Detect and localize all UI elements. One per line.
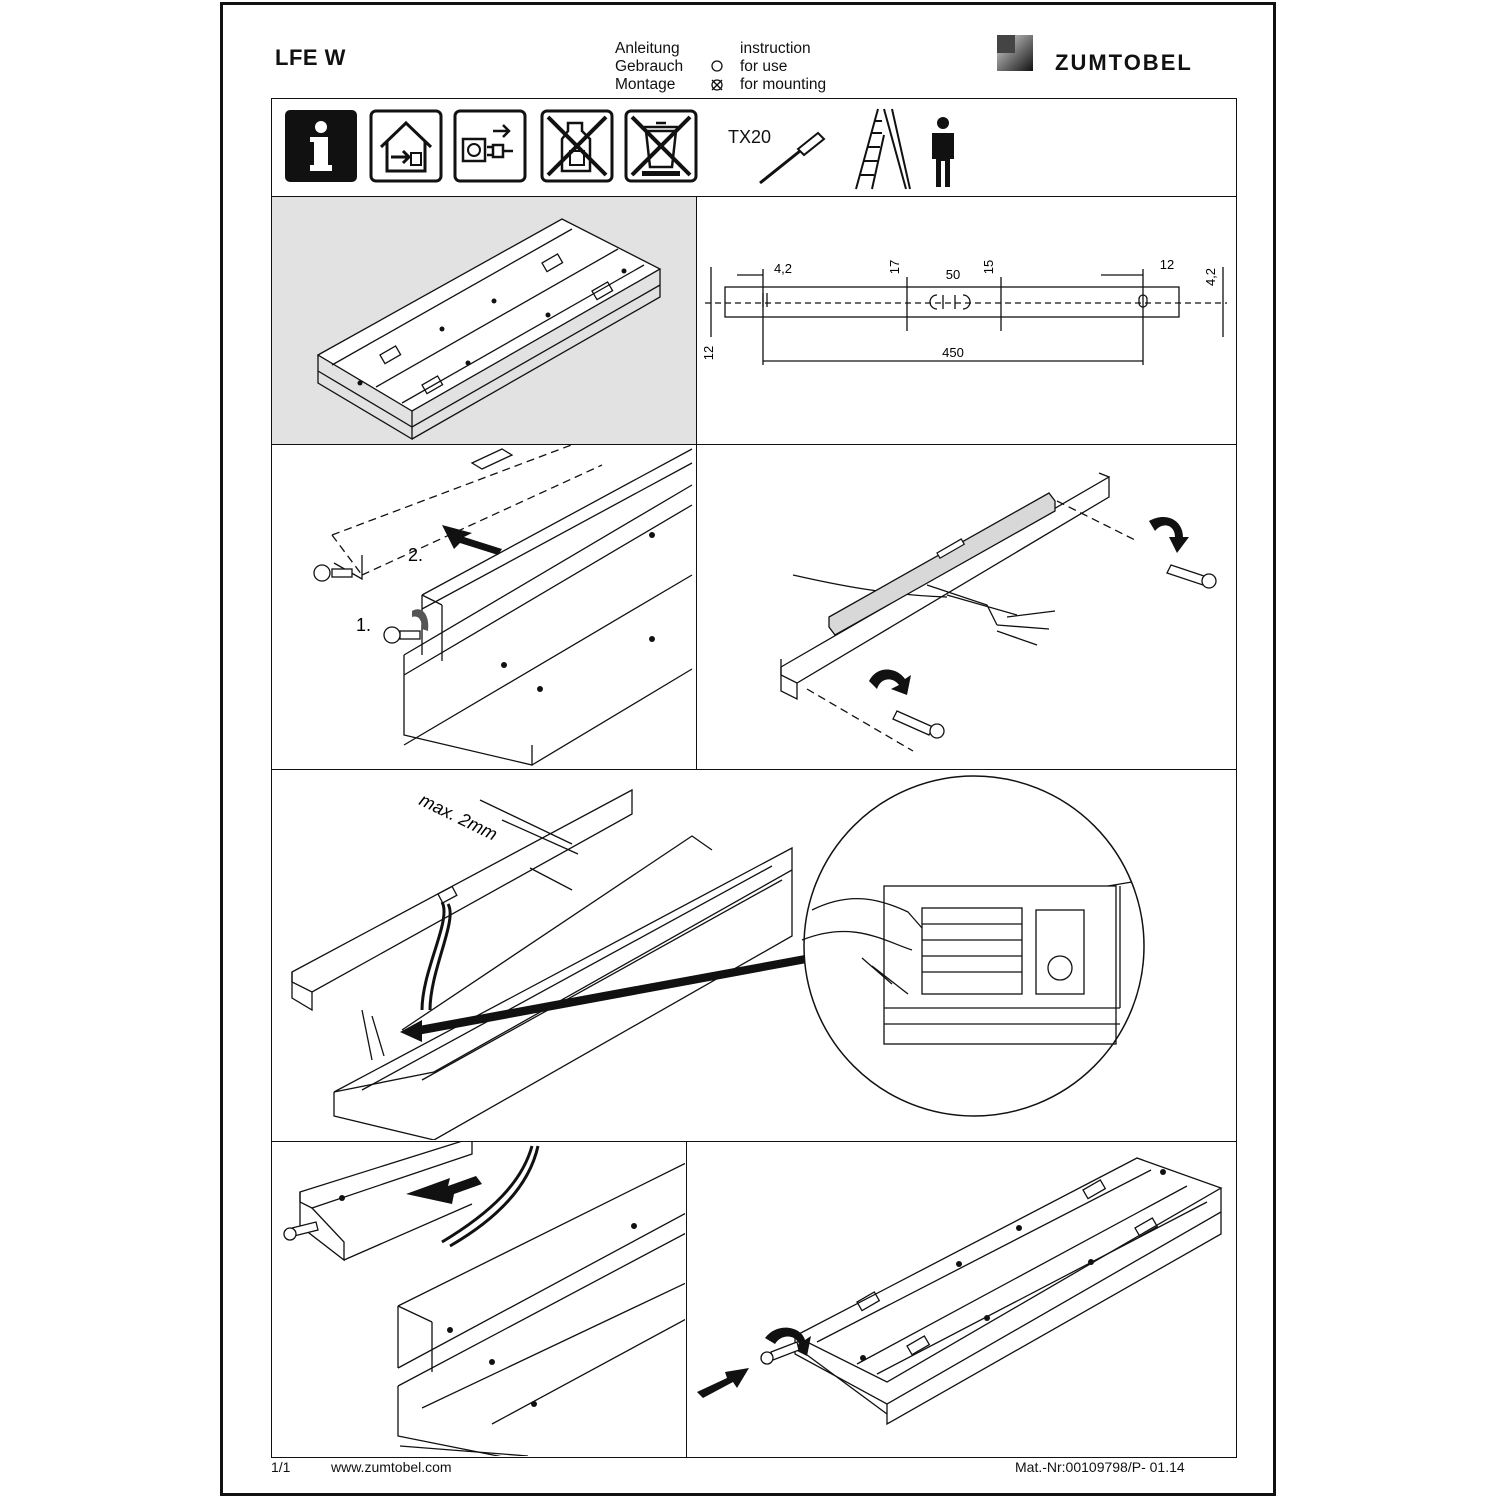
- no-cleaning-agent-icon: [540, 109, 614, 183]
- dim-12-left: 12: [701, 346, 716, 360]
- screw-icon: [313, 564, 421, 644]
- rotate-arrow-icon: [765, 1327, 811, 1356]
- final-screw-drawing: [697, 1157, 1223, 1426]
- page-number: 1/1: [271, 1459, 291, 1475]
- step-wiring-panel: max. 2mm: [271, 769, 1237, 1142]
- dim-50: 50: [946, 267, 960, 282]
- rotate-arrow-icon: [869, 669, 911, 695]
- push-arrow-icon: [697, 1368, 749, 1398]
- brand-name: ZUMTOBEL: [1055, 50, 1193, 75]
- ladder-icon: [855, 108, 911, 190]
- step-close-cover-panel: [271, 1137, 689, 1463]
- step-2-label: 2.: [408, 545, 423, 565]
- for-use-circle: [711, 60, 723, 72]
- option-checkboxes: [711, 60, 723, 91]
- dim-4-2-left: 4,2: [774, 261, 792, 276]
- wiring-drawing: max. 2mm: [291, 775, 1145, 1141]
- product-overview-panel: [271, 196, 697, 445]
- dim-4-2-right: 4,2: [1203, 268, 1218, 286]
- screw-icon: [892, 710, 934, 736]
- indoor-installation-icon: [369, 109, 443, 183]
- icon-row: TX20: [271, 98, 1237, 197]
- step-fix-rail-panel: [696, 444, 1237, 770]
- rotate-arrow-icon: [412, 609, 429, 631]
- screwdriver-icon: [759, 131, 826, 185]
- label-for-mounting: for mounting: [740, 76, 827, 93]
- control-gear-drawing: [828, 492, 1056, 636]
- material-number: Mat.-Nr:00109798/P- 01.14: [1015, 1459, 1185, 1475]
- mains-disconnect-icon: [453, 109, 527, 183]
- remove-end-cap-drawing: 2. 1.: [313, 440, 693, 766]
- label-gebrauch: Gebrauch: [615, 58, 684, 75]
- product-title: LFE W: [275, 45, 346, 70]
- step-remove-end-cap-panel: 2. 1.: [271, 440, 697, 770]
- close-cover-drawing: [283, 1137, 689, 1463]
- info-icon: [285, 110, 357, 182]
- label-anleitung: Anleitung: [615, 40, 680, 57]
- slide-arrow-icon: [406, 1176, 482, 1204]
- mounting-rail-outline: [724, 286, 1180, 318]
- dim-12-right: 12: [1160, 257, 1174, 272]
- for-mounting-circle: [711, 79, 723, 91]
- pointer-arrow-icon: [408, 950, 834, 1036]
- terminal-block-housing: [883, 885, 1117, 1045]
- dim-450: 450: [942, 345, 964, 360]
- step-1-label: 1.: [356, 615, 371, 635]
- tool-label: TX20: [728, 127, 772, 147]
- label-instruction: instruction: [740, 40, 811, 57]
- step-final-screw-panel: [686, 1141, 1237, 1458]
- dim-15: 15: [981, 260, 996, 274]
- website-link[interactable]: www.zumtobel.com: [331, 1459, 452, 1475]
- weee-bin-icon: [624, 109, 698, 183]
- zumtobel-logo-icon: [997, 35, 1033, 71]
- rotate-arrow-icon: [1149, 516, 1189, 553]
- max-strip-length-label: max. 2mm: [416, 790, 500, 845]
- instruction-sheet: LFE W Anleitung Gebrauch Montage instruc…: [220, 2, 1276, 1496]
- luminaire-overview-drawing: [316, 218, 662, 441]
- mounting-rail-dimension-drawing: 4,2 17 50 15 12 4,2 12 450: [701, 257, 1227, 365]
- fix-rail-drawing: [780, 472, 1217, 752]
- dimension-drawing-panel: 4,2 17 50 15 12 4,2 12 450: [696, 196, 1237, 445]
- label-for-use: for use: [740, 58, 788, 75]
- screw-icon: [1166, 564, 1208, 586]
- screw-icon: [770, 1341, 800, 1361]
- label-montage: Montage: [615, 76, 676, 93]
- dim-17: 17: [887, 260, 902, 274]
- person-icon: [932, 117, 954, 187]
- slide-arrow-icon: [442, 525, 502, 555]
